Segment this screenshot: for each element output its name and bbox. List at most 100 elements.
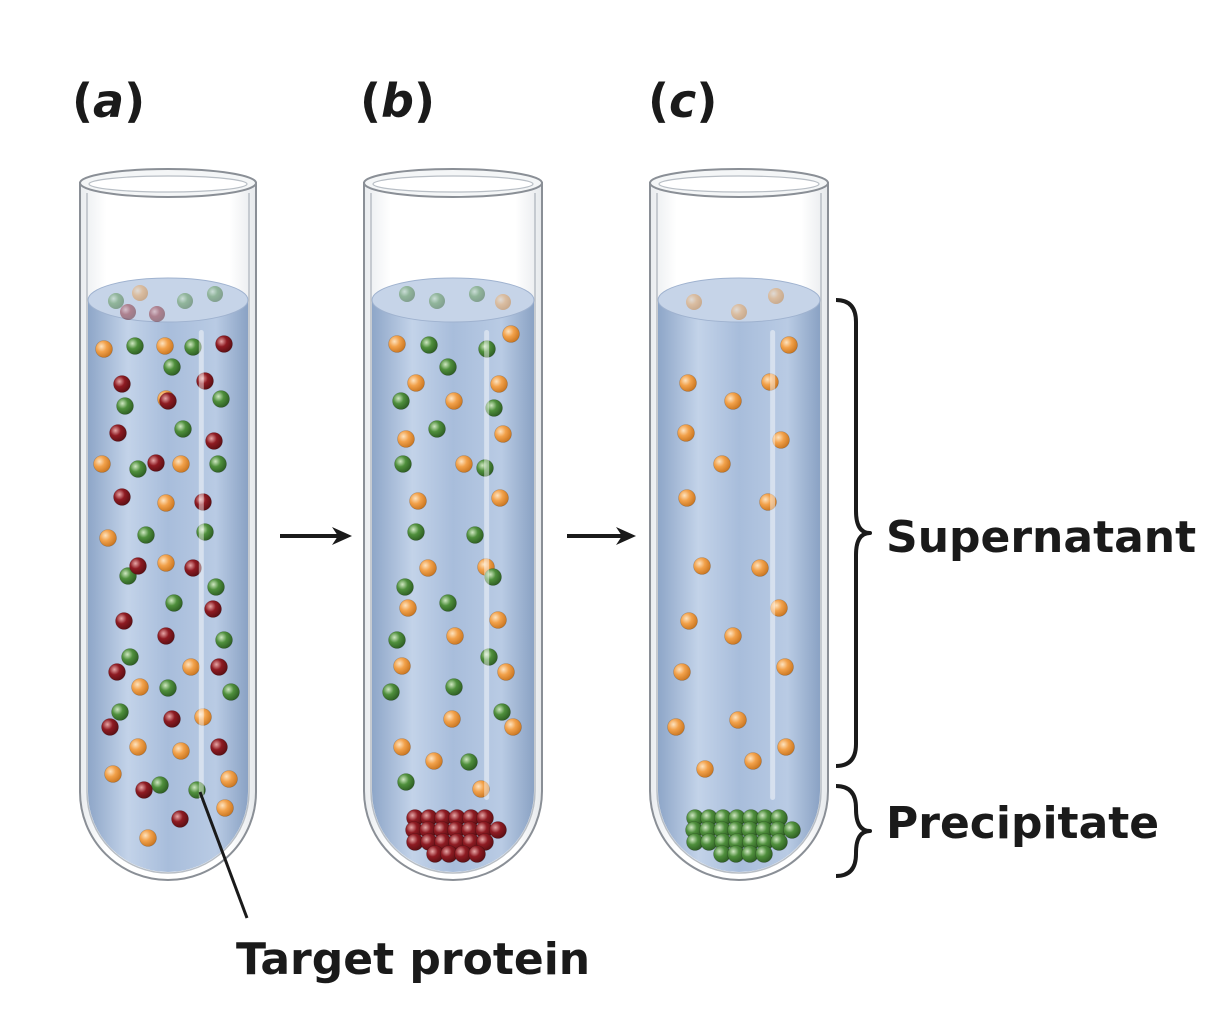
- panel-letter-c: c: [669, 74, 697, 128]
- arrow-head: [332, 527, 352, 545]
- protein-bead-red: [184, 559, 202, 577]
- panel-label-c: (c): [648, 74, 718, 128]
- glass-highlight: [198, 330, 204, 800]
- protein-bead-orange: [93, 455, 111, 473]
- protein-bead-green: [163, 358, 181, 376]
- test-tube-b: [363, 168, 543, 881]
- precipitate-bead: [476, 833, 494, 851]
- precipitate-bead: [783, 821, 801, 839]
- protein-bead-orange: [777, 738, 795, 756]
- protein-bead-green: [484, 568, 502, 586]
- protein-bead-orange: [490, 375, 508, 393]
- tube-rim-inner: [372, 175, 534, 193]
- target-protein-label: Target protein: [236, 934, 591, 985]
- protein-bead-orange: [724, 392, 742, 410]
- protein-bead-orange: [425, 752, 443, 770]
- protein-bead-green: [466, 526, 484, 544]
- protein-bead-green: [428, 420, 446, 438]
- protein-bead-green: [212, 390, 230, 408]
- protein-bead-orange: [393, 657, 411, 675]
- protein-bead-orange: [776, 658, 794, 676]
- protein-bead-green: [439, 358, 457, 376]
- protein-bead-orange: [419, 559, 437, 577]
- protein-bead-orange: [182, 658, 200, 676]
- protein-bead-orange: [99, 529, 117, 547]
- protein-bead-green: [174, 420, 192, 438]
- protein-bead-green: [382, 683, 400, 701]
- protein-bead-orange: [220, 770, 238, 788]
- protein-bead-orange: [445, 392, 463, 410]
- tube-inner-wall: [656, 193, 822, 874]
- protein-bead-red: [109, 424, 127, 442]
- protein-bead-green: [480, 648, 498, 666]
- protein-bead-orange: [104, 765, 122, 783]
- protein-bead-green: [388, 631, 406, 649]
- protein-bead-green: [445, 678, 463, 696]
- surface-bead-green: [399, 286, 415, 302]
- protein-bead-red: [196, 372, 214, 390]
- protein-bead-green: [396, 578, 414, 596]
- protein-bead-green: [111, 703, 129, 721]
- arrows-layer: [280, 527, 636, 545]
- glass-highlight: [770, 330, 776, 800]
- protein-bead-green: [126, 337, 144, 355]
- protein-bead-green: [397, 773, 415, 791]
- protein-bead-red: [115, 612, 133, 630]
- protein-bead-red: [108, 663, 126, 681]
- surface-bead-green: [429, 293, 445, 309]
- test-tube-c: [649, 168, 829, 881]
- protein-bead-green: [209, 455, 227, 473]
- protein-bead-orange: [407, 374, 425, 392]
- surface-bead-green: [207, 286, 223, 302]
- protein-bead-green: [165, 594, 183, 612]
- protein-bead-red: [163, 710, 181, 728]
- protein-bead-orange: [770, 599, 788, 617]
- protein-bead-red: [147, 454, 165, 472]
- protein-bead-orange: [455, 455, 473, 473]
- surface-bead-red: [120, 304, 136, 320]
- protein-bead-green: [493, 703, 511, 721]
- protein-bead-green: [159, 679, 177, 697]
- protein-bead-red: [129, 557, 147, 575]
- protein-bead-green: [485, 399, 503, 417]
- protein-bead-orange: [131, 678, 149, 696]
- protein-bead-orange: [194, 708, 212, 726]
- precipitate-bead: [755, 845, 773, 863]
- protein-bead-green: [407, 523, 425, 541]
- protein-bead-orange: [678, 489, 696, 507]
- protein-bead-orange: [172, 455, 190, 473]
- protein-bead-red: [210, 738, 228, 756]
- precipitate-pellet-b: [405, 809, 507, 863]
- protein-bead-orange: [504, 718, 522, 736]
- protein-bead-green: [116, 397, 134, 415]
- precipitate-bead: [770, 833, 788, 851]
- protein-bead-green: [184, 338, 202, 356]
- surface-bead-orange: [768, 288, 784, 304]
- protein-bead-green: [394, 455, 412, 473]
- protein-bead-green: [476, 459, 494, 477]
- supernatant-label: Supernatant: [886, 512, 1197, 563]
- protein-bead-orange: [157, 494, 175, 512]
- protein-bead-red: [204, 600, 222, 618]
- protein-bead-orange: [397, 430, 415, 448]
- surface-bead-orange: [132, 285, 148, 301]
- protein-bead-orange: [751, 559, 769, 577]
- protein-bead-orange: [761, 373, 779, 391]
- protein-bead-red: [113, 488, 131, 506]
- surface-bead-orange: [731, 304, 747, 320]
- tube-inner-wall: [86, 193, 250, 874]
- protein-bead-red: [101, 718, 119, 736]
- protein-bead-green: [207, 578, 225, 596]
- precipitate-bead: [468, 845, 486, 863]
- protein-bead-orange: [409, 492, 427, 510]
- protein-bead-green: [478, 340, 496, 358]
- protein-bead-green: [196, 523, 214, 541]
- protein-bead-orange: [393, 738, 411, 756]
- precipitate-brace: [835, 784, 872, 878]
- protein-bead-orange: [724, 627, 742, 645]
- protein-bead-red: [210, 658, 228, 676]
- surface-bead-green: [108, 293, 124, 309]
- arrow-head: [616, 527, 636, 545]
- protein-bead-orange: [494, 425, 512, 443]
